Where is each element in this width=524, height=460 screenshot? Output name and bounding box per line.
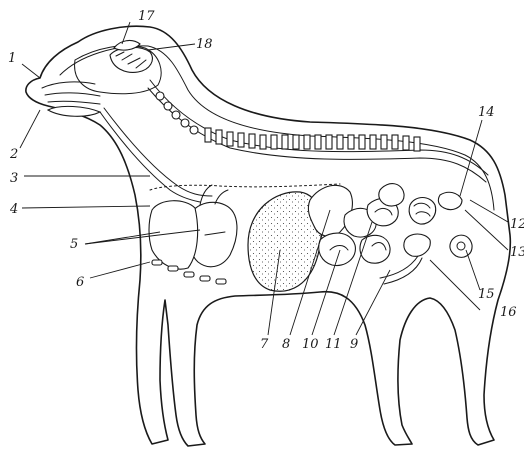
label-15: 15	[478, 287, 495, 302]
kidney	[409, 198, 436, 225]
neck-vertebrae	[156, 92, 198, 134]
label-3: 3	[10, 171, 18, 186]
tongue	[48, 106, 100, 116]
label-9: 9	[350, 337, 358, 352]
label-1: 1	[8, 51, 16, 66]
thoracic-wall	[150, 184, 340, 190]
label-17: 17	[138, 9, 155, 24]
urethra	[380, 256, 422, 284]
label-6: 6	[76, 275, 84, 290]
label-8: 8	[282, 337, 290, 352]
label-18: 18	[196, 37, 213, 52]
label-2: 2	[9, 147, 18, 162]
spinal-cord	[150, 80, 488, 175]
label-13: 13	[510, 245, 524, 260]
label-10: 10	[302, 337, 319, 352]
leader-lines	[20, 22, 508, 335]
label-14: 14	[478, 105, 495, 120]
label-4: 4	[9, 202, 18, 217]
bladder	[404, 234, 430, 256]
testis	[450, 235, 472, 257]
label-7: 7	[260, 337, 269, 352]
label-16: 16	[500, 305, 517, 320]
label-5: 5	[70, 237, 78, 252]
nasal-cavity	[42, 82, 100, 104]
label-11: 11	[325, 337, 342, 352]
label-12: 12	[510, 217, 524, 232]
rectum	[438, 192, 462, 209]
